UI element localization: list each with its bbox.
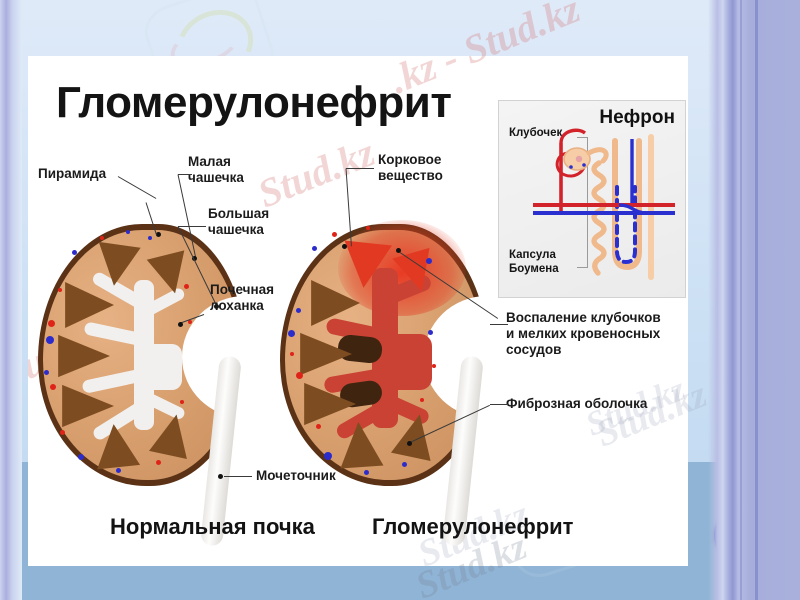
slide-right-border <box>708 0 800 600</box>
label-cortex: Корковое вещество <box>378 152 443 183</box>
vessel-dot <box>48 320 55 327</box>
renal-pelvis-diseased <box>380 334 432 390</box>
slide-right-accent-line-2 <box>740 0 742 600</box>
leader-inset-bracket <box>587 137 588 267</box>
vessel-dot <box>50 384 56 390</box>
leader-dot-pyramid <box>156 232 161 237</box>
leader-inset-bottom <box>577 267 588 268</box>
vessel-dot <box>402 462 407 467</box>
vessel-dot <box>46 336 54 344</box>
vessel-dot <box>296 308 301 313</box>
leader-pyramid <box>117 176 157 199</box>
label-glomerulus: Клубочек <box>509 127 563 139</box>
leader-ureter <box>224 476 252 477</box>
vessel-dot <box>290 352 294 356</box>
leader-cortex <box>346 168 374 169</box>
leader-major-calyx <box>178 226 206 227</box>
vessel-dot <box>312 246 317 251</box>
vessel-dot <box>58 288 62 292</box>
leader-dot-cortex <box>342 244 347 249</box>
vessel-dot <box>188 320 192 324</box>
vessel-dot <box>60 430 65 435</box>
vessel-dot <box>364 470 369 475</box>
leader-dot-renal-pelvis <box>178 322 183 327</box>
leader-inflammation <box>490 324 508 325</box>
label-ureter: Мочеточник <box>256 468 336 483</box>
vessel-dot <box>428 330 433 335</box>
vessel-dot <box>324 452 332 460</box>
vessel-dot <box>148 236 152 240</box>
slide-right-accent-line <box>755 0 758 600</box>
vessel-dot <box>316 424 321 429</box>
label-inflammation: Воспаление клубочков и мелких кровеносны… <box>506 310 661 357</box>
kidney-glomerulonephritis <box>280 220 550 486</box>
content-card: Гломерулонефрит Stud.kz Stud.kz Stud.kz … <box>28 56 688 566</box>
page-title: Гломерулонефрит <box>56 78 452 127</box>
leader-minor-calyx <box>178 174 192 175</box>
leader-inset-top <box>577 137 588 138</box>
leader-dot-major-calyx <box>214 304 219 309</box>
vessel-dot <box>426 258 432 264</box>
label-renal-pelvis: Почечная лоханка <box>210 282 274 313</box>
nephron-schematic <box>533 128 675 280</box>
vessel-dot <box>156 460 161 465</box>
leader-dot-inflammation <box>396 248 401 253</box>
label-minor-calyx: Малая чашечка <box>188 154 244 185</box>
vessel-dot <box>100 236 104 240</box>
leader-fibrous-capsule <box>490 404 508 405</box>
vessel-dot <box>288 330 295 337</box>
calyx-cavity-1 <box>336 333 384 365</box>
slide-left-border <box>0 0 22 600</box>
label-pyramid: Пирамида <box>38 166 107 181</box>
label-bowmans-capsule: Капсула Боумена <box>509 249 559 275</box>
watermark-center: Stud.kz <box>251 129 381 217</box>
vessel-dot <box>72 250 77 255</box>
vessel-dot <box>180 400 184 404</box>
caption-glomerulonephritis: Гломерулонефрит <box>372 514 574 539</box>
vessel-dot <box>78 454 84 460</box>
vessel-dot <box>44 370 49 375</box>
caption-normal-kidney: Нормальная почка <box>110 514 315 539</box>
label-fibrous-capsule: Фиброзная оболочка <box>506 396 648 411</box>
leader-dot-fibrous-capsule <box>407 441 412 446</box>
kidney-hilum-diseased <box>424 296 550 418</box>
vessel-dot <box>296 372 303 379</box>
vessel-dot <box>366 226 370 230</box>
leader-dot-ureter <box>218 474 223 479</box>
vessel-dot <box>184 284 189 289</box>
kidney-normal <box>38 224 308 486</box>
vessel-dot <box>432 364 436 368</box>
nephron-inset: Нефрон Клубочек Капсула Боумена <box>498 100 686 298</box>
label-major-calyx: Большая чашечка <box>208 206 270 237</box>
vessel-dot <box>126 230 130 234</box>
vessel-dot <box>116 468 121 473</box>
renal-pelvis-normal <box>138 344 182 390</box>
vessel-dot <box>332 232 337 237</box>
vessel-dot <box>420 398 424 402</box>
nephron-title: Нефрон <box>599 107 675 128</box>
